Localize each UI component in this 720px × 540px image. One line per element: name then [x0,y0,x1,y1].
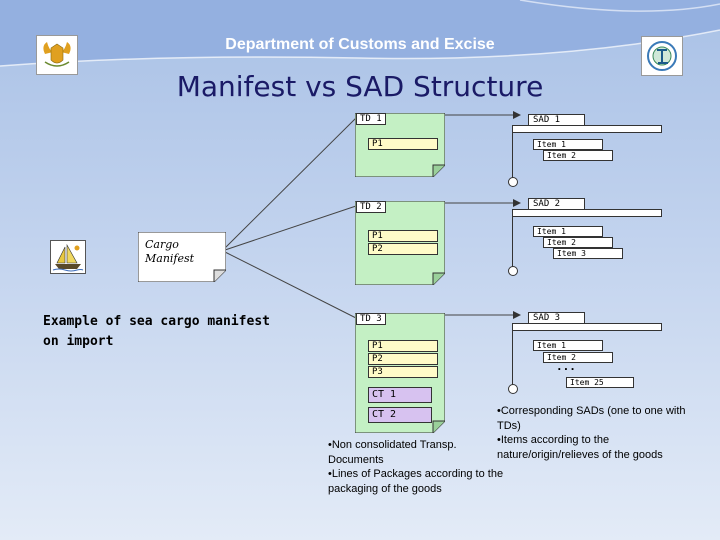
sad2-scroll-curl [508,266,518,276]
sad2-scroll-top [512,209,662,217]
page-title: Manifest vs SAD Structure [176,70,544,103]
note-right-1: •Corresponding SADs (one to one with TDs… [497,405,686,432]
customs-logo [641,36,683,76]
header-swoosh [0,0,720,67]
sad1-item-1: Item 1 [533,139,603,150]
sad3-item-2: Item 2 [543,352,613,363]
ct-box-1: CT 1 [368,387,432,403]
sad3-scroll-body [512,331,663,389]
note-left-2: •Lines of Packages according to the pack… [328,468,504,495]
td-label-3: TD 3 [356,313,386,325]
sad3-scroll-top [512,323,662,331]
cargo-manifest-label: Cargo Manifest [145,238,195,265]
notes-right: •Corresponding SADs (one to one with TDs… [497,404,707,462]
sad2-item-2: Item 2 [543,237,613,248]
sad3-ellipsis: ... [556,360,576,373]
td-label-2: TD 2 [356,201,386,213]
sad2-item-3: Item 3 [553,248,623,259]
sad3-item-25: Item 25 [566,377,634,388]
notes-left: •Non consolidated Transp. Documents •Lin… [328,438,508,496]
td3-package-3: P3 [368,366,438,378]
ct-box-2: CT 2 [368,407,432,423]
sad1-item-2: Item 2 [543,150,613,161]
td-label-1: TD 1 [356,113,386,125]
note-left-1: •Non consolidated Transp. Documents [328,439,457,466]
department-name: Department of Customs and Excise [225,36,495,53]
sad1-scroll-curl [508,177,518,187]
td3-package-2: P2 [368,353,438,365]
sad2-item-1: Item 1 [533,226,603,237]
note-right-2: •Items according to the nature/origin/re… [497,434,663,461]
sad1-scroll-body [512,133,663,183]
example-caption: Example of sea cargo manifest on import [43,314,270,349]
sad3-scroll-curl [508,384,518,394]
sad2-scroll-body [512,217,663,271]
td3-package-1: P1 [368,340,438,352]
td2-package-1: P1 [368,230,438,242]
td2-package-2: P2 [368,243,438,255]
ship-icon [50,240,86,274]
sad3-item-1: Item 1 [533,340,603,351]
cargo-manifest-document [137,231,227,283]
cyprus-emblem-logo [36,35,78,75]
sad1-scroll-top [512,125,662,133]
td1-package-1: P1 [368,138,438,150]
